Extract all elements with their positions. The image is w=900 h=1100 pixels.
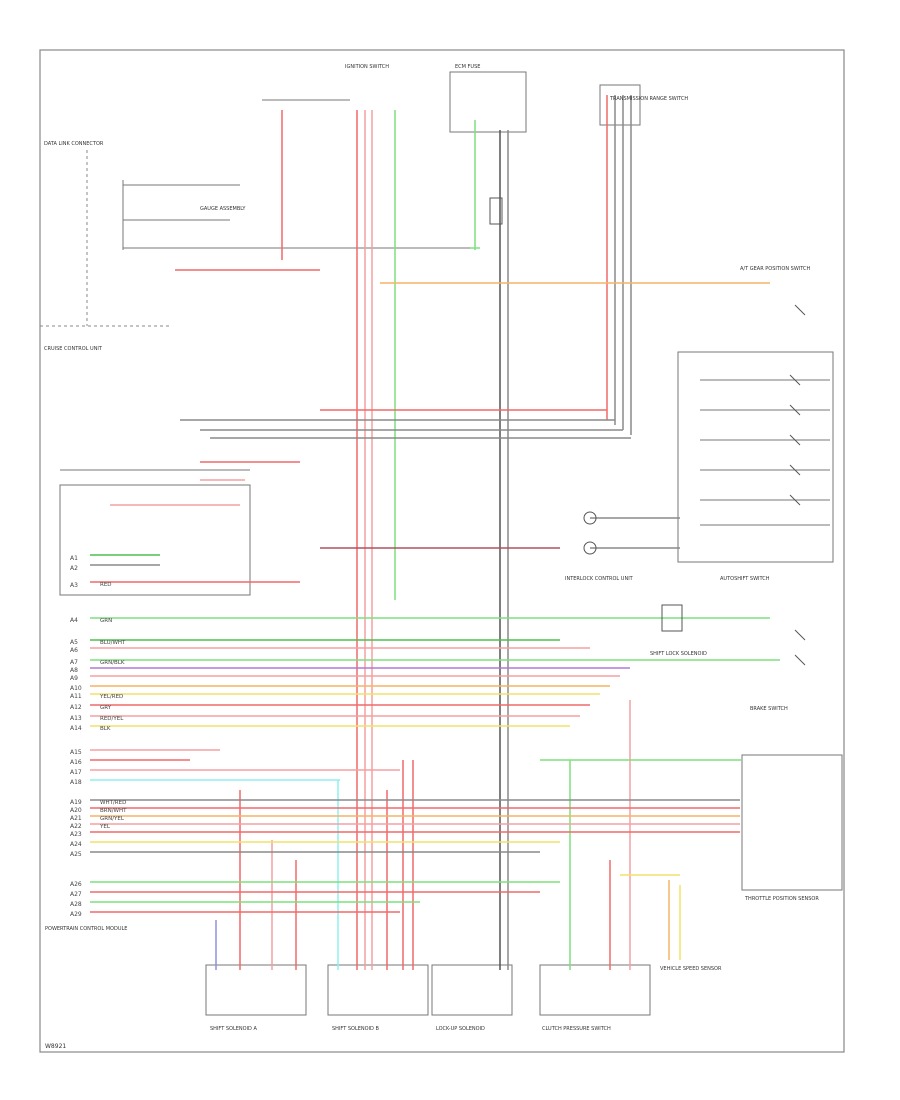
horizontal-wires [90,247,780,913]
vertical-wires [215,95,681,970]
wire-labels: RED BLU/WHT GRN/BLK GRN YEL/RED GRY RED/… [99,582,127,830]
component-label-autoshift: AUTOSHIFT SWITCH [720,576,770,582]
pin-label: A13 [70,715,82,722]
wire-label: BRN/WHT [100,808,127,814]
component-label-shift-solenoid-b: SHIFT SOLENOID B [332,1026,379,1032]
wire-label: GRN [100,618,112,624]
pin-label: A28 [70,901,82,908]
pin-label: A25 [70,851,82,858]
component-label-shift-solenoid-a: SHIFT SOLENOID A [210,1026,257,1032]
pin-label: A14 [70,725,82,732]
wire-label: GRN/BLK [100,660,125,666]
pin-label: A29 [70,911,82,918]
pin-label: A2 [70,565,78,572]
diagram-frame [39,49,845,1053]
component-label-gauge: GAUGE ASSEMBLY [200,206,246,212]
pin-label: A27 [70,891,82,898]
pin-label: A21 [70,815,82,822]
pcm-connector [59,469,251,596]
component-label-ignition: IGNITION SWITCH [345,64,389,70]
pin-label: A3 [70,582,78,589]
component-label-lockup-solenoid: LOCK-UP SOLENOID [436,1026,485,1032]
pin-label: A5 [70,639,78,646]
wire-label: RED [100,582,112,588]
component-label-throttle: THROTTLE POSITION SENSOR [744,896,819,902]
wire-label: GRN/YEL [100,816,125,822]
pin-label: A17 [70,769,82,776]
wire-label: BLK [100,726,111,732]
pin-label: A23 [70,831,82,838]
wire-label: YEL/RED [99,694,123,700]
pin-label: A12 [70,704,82,711]
fuse-box-top [262,71,641,133]
wire-label: GRY [100,705,112,711]
component-label-pcm: POWERTRAIN CONTROL MODULE [45,926,127,932]
pin-label: A7 [70,659,78,666]
component-label-vss: VEHICLE SPEED SENSOR [660,966,722,972]
component-label-data-link: DATA LINK CONNECTOR [44,141,104,147]
wire-label: WHT/RED [100,800,126,806]
wire-label: BLU/WHT [100,640,126,646]
wire-label: RED/YEL [100,716,124,722]
component-label-tr: TRANSMISSION RANGE SWITCH [609,96,688,102]
pin-label: A1 [70,555,78,562]
component-labels: POWERTRAIN CONTROL MODULE SHIFT SOLENOID… [44,64,819,1032]
pin-label: A15 [70,749,82,756]
component-label-cruise: CRUISE CONTROL UNIT [44,346,103,352]
pin-label: A4 [70,617,78,624]
component-label-fuse: ECM FUSE [455,64,480,70]
pin-label: A6 [70,647,78,654]
figure-code: W8921 [45,1043,66,1050]
pin-label: A19 [70,799,82,806]
pin-label: A8 [70,667,78,674]
pin-label: A18 [70,779,82,786]
component-label-gear-pos: A/T GEAR POSITION SWITCH [740,266,811,272]
pin-labels: A1 A2 A3 A4 A5 A6 A7 A8 A9 A10 A11 A12 A… [70,555,82,918]
throttle-sensor-box [741,754,843,891]
component-label-brake: BRAKE SWITCH [750,706,788,712]
pin-label: A16 [70,759,82,766]
pin-label: A24 [70,841,82,848]
wire-label: YEL [99,824,111,830]
pin-label: A9 [70,675,78,682]
pin-label: A20 [70,807,82,814]
pin-label: A11 [70,693,82,700]
pin-label: A26 [70,881,82,888]
upper-left-module [40,150,470,327]
pin-label: A10 [70,685,82,692]
component-label-shift-lock: SHIFT LOCK SOLENOID [650,651,707,657]
component-label-interlock: INTERLOCK CONTROL UNIT [565,576,634,582]
gear-position-switch [677,351,834,563]
pin-label: A22 [70,823,82,830]
switch-symbols [489,197,806,666]
bottom-components [205,964,651,1016]
component-label-clutch-pressure: CLUTCH PRESSURE SWITCH [542,1026,611,1032]
